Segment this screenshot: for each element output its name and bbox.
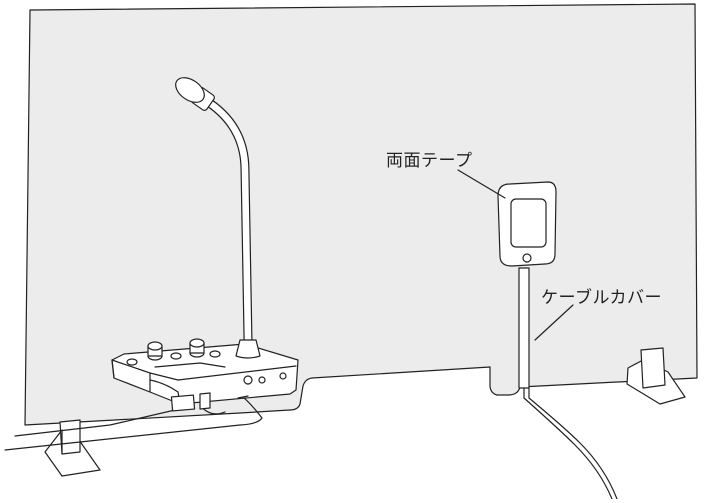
left-stand-foot <box>44 419 101 477</box>
ac-adapter <box>497 181 557 267</box>
intercom-base-unit <box>111 338 299 412</box>
right-stand-foot <box>626 347 686 405</box>
double-sided-tape-label: 両面テープ <box>386 151 473 171</box>
cable-cover <box>518 267 618 500</box>
cable-cover-label: ケーブルカバー <box>541 288 662 308</box>
leader-line-tape <box>457 169 506 199</box>
knob-icon <box>189 338 205 358</box>
leader-line-cable-cover <box>534 304 574 341</box>
knob-icon <box>147 341 163 361</box>
gooseneck-microphone <box>175 77 261 359</box>
